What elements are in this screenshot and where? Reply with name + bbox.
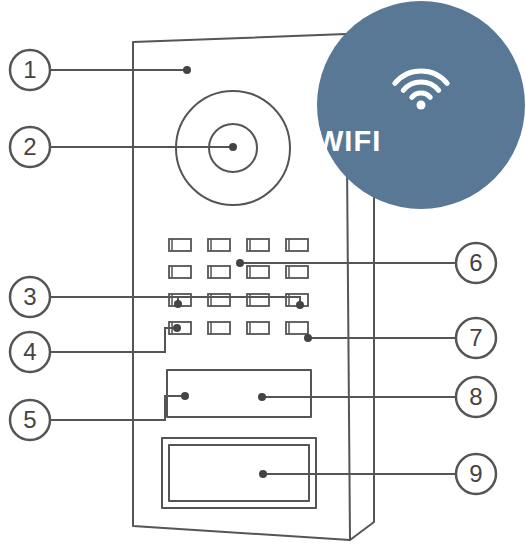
key-shade — [210, 322, 212, 334]
key-shade — [249, 322, 251, 334]
callout-number: 9 — [456, 454, 496, 494]
badge-shape — [316, 0, 526, 210]
key — [286, 266, 308, 278]
key-shade — [210, 294, 212, 306]
key — [208, 266, 230, 278]
callout-number: 1 — [10, 50, 50, 90]
keypad — [169, 239, 308, 334]
key-shade — [249, 294, 251, 306]
key-shade — [210, 239, 212, 251]
key-shade — [288, 239, 290, 251]
key — [247, 294, 269, 306]
key — [208, 322, 230, 334]
callout-number: 6 — [456, 243, 496, 283]
key — [247, 239, 269, 251]
callout-number: 5 — [10, 400, 50, 440]
wifi-arc — [412, 93, 430, 97]
wifi-badge: WIFI — [316, 0, 526, 210]
key-shade — [249, 266, 251, 278]
key-shade — [288, 322, 290, 334]
key — [286, 322, 308, 334]
leader-dots — [173, 66, 312, 478]
callout-number: 8 — [456, 377, 496, 417]
callout-number: 7 — [456, 318, 496, 358]
wifi-arc — [403, 82, 438, 90]
key — [247, 266, 269, 278]
key-shade — [249, 239, 251, 251]
key — [286, 239, 308, 251]
name-plate — [167, 370, 311, 417]
key-shade — [288, 266, 290, 278]
key-shade — [171, 239, 173, 251]
key — [208, 294, 230, 306]
key-shade — [171, 294, 173, 306]
key — [247, 322, 269, 334]
badge-label: WIFI — [316, 125, 381, 158]
wifi-dot — [417, 101, 426, 110]
callout-number: 2 — [10, 127, 50, 167]
key — [208, 239, 230, 251]
key — [169, 239, 191, 251]
key-shade — [288, 294, 290, 306]
key-shade — [210, 266, 212, 278]
callout-number: 3 — [10, 277, 50, 317]
key-shade — [171, 266, 173, 278]
badge-circle — [317, 1, 525, 209]
key — [169, 266, 191, 278]
callout-number: 4 — [10, 332, 50, 372]
